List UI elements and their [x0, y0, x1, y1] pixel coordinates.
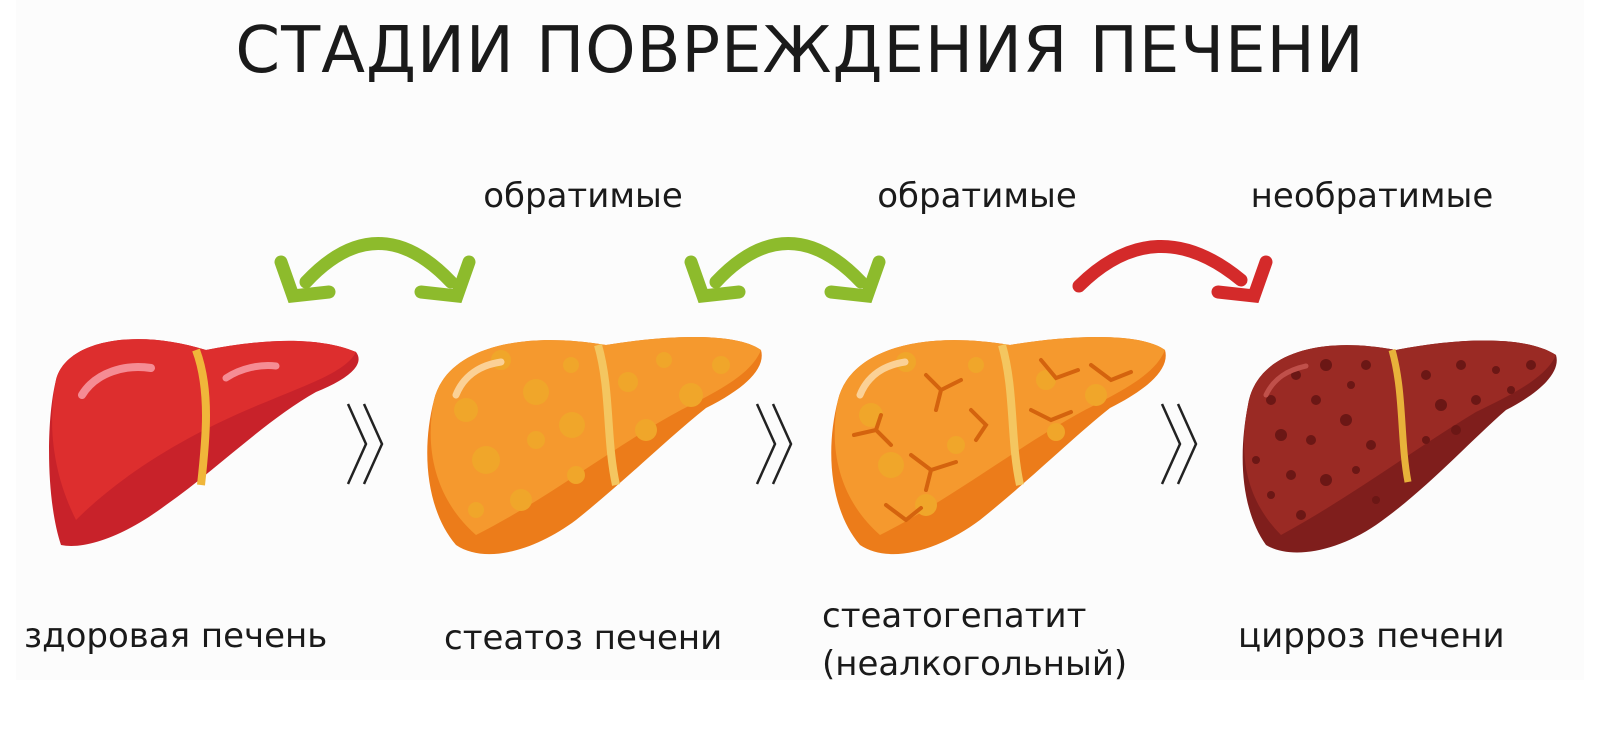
liver-illustrations: [49, 237, 1557, 555]
stage-separator-2: [755, 403, 793, 485]
transition-label-2: обратимые: [877, 176, 1077, 216]
stage-label-cirrhosis: цирроз печени: [1238, 616, 1505, 656]
reversible-arrow-2: [684, 237, 886, 304]
stage-label-steatohepatitis-line2: (неалкогольный): [822, 644, 1128, 684]
stage-label-steatohepatitis: стеатогепатит (неалкогольный): [822, 592, 1127, 688]
reversible-arrow-1: [274, 237, 476, 304]
healthy-liver-illustration: [49, 339, 359, 546]
transition-label-3: необратимые: [1250, 176, 1494, 216]
stage-label-healthy: здоровая печень: [24, 616, 328, 656]
cirrhosis-liver-illustration: [1242, 340, 1557, 553]
stage-separator-1: [346, 403, 384, 485]
page-title: СТАДИИ ПОВРЕЖДЕНИЯ ПЕЧЕНИ: [235, 14, 1365, 88]
steatosis-liver-illustration: [427, 336, 762, 555]
transition-label-1: обратимые: [483, 176, 683, 216]
steatohepatitis-liver-illustration: [831, 336, 1166, 555]
stage-label-steatohepatitis-line1: стеатогепатит: [822, 596, 1087, 636]
irreversible-arrow: [1072, 239, 1273, 304]
stage-label-steatosis: стеатоз печени: [444, 618, 723, 658]
diagram-canvas: СТАДИИ ПОВРЕЖДЕНИЯ ПЕЧЕНИ обратимые обра…: [16, 0, 1584, 684]
stage-separator-3: [1160, 403, 1198, 485]
